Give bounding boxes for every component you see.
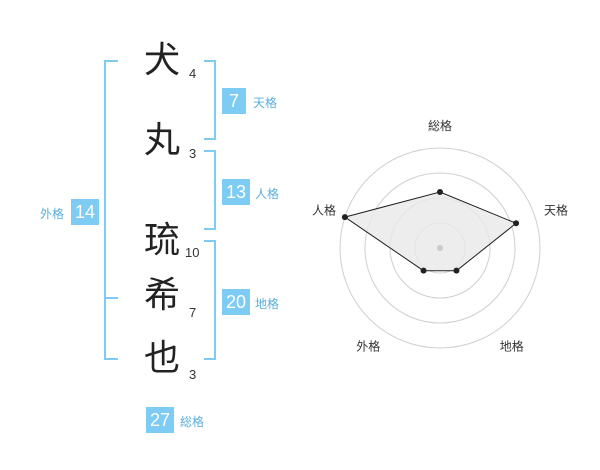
radar-point-4 [420, 267, 427, 274]
jinkaku-label: 人格 [255, 187, 280, 201]
stroke-count-3: 10 [185, 245, 200, 260]
radar-point-2 [513, 220, 520, 227]
name-char-1: 犬 [143, 40, 180, 81]
radar-point-1 [437, 189, 443, 195]
stroke-count-1: 4 [189, 66, 197, 81]
tenkaku-label: 天格 [253, 96, 278, 110]
gaikaku-value: 14 [71, 199, 99, 225]
stroke-count-2: 3 [189, 146, 197, 161]
name-char-2: 丸 [143, 120, 180, 161]
tenkaku-value: 7 [222, 88, 246, 114]
gaikaku-label: 外格 [40, 207, 65, 221]
name-char-3: 琉 [143, 220, 180, 261]
name-char-4: 希 [143, 275, 180, 316]
jinkaku-value: 13 [222, 179, 250, 205]
name-char-5: 也 [143, 338, 180, 379]
jinkaku-bracket [204, 150, 216, 230]
radar-grid-ring-4 [339, 147, 541, 349]
radar-axis-label-1: 総格 [428, 118, 452, 133]
radar-axis-label-2: 天格 [544, 202, 568, 217]
gaikaku-bracket-tick [104, 297, 118, 299]
gaikaku-bracket [104, 60, 118, 360]
soukaku-value: 27 [146, 407, 174, 433]
radar-point-5 [341, 214, 348, 221]
stroke-count-5: 3 [189, 367, 197, 382]
chikaku-bracket [204, 240, 216, 360]
chikaku-value: 20 [222, 289, 250, 315]
soukaku-label: 総格 [180, 415, 205, 429]
radar-axis-label-3: 地格 [500, 339, 524, 354]
tenkaku-bracket [204, 60, 216, 140]
radar-grid-ring-3 [364, 172, 516, 324]
radar-axis-label-5: 人格 [312, 202, 336, 217]
radar-axis-label-4: 外格 [356, 339, 380, 354]
stroke-count-4: 7 [189, 305, 197, 320]
radar-center-point [437, 245, 443, 251]
radar-data-area [343, 191, 518, 272]
radar-point-3 [453, 267, 460, 274]
chikaku-label: 地格 [255, 297, 280, 311]
